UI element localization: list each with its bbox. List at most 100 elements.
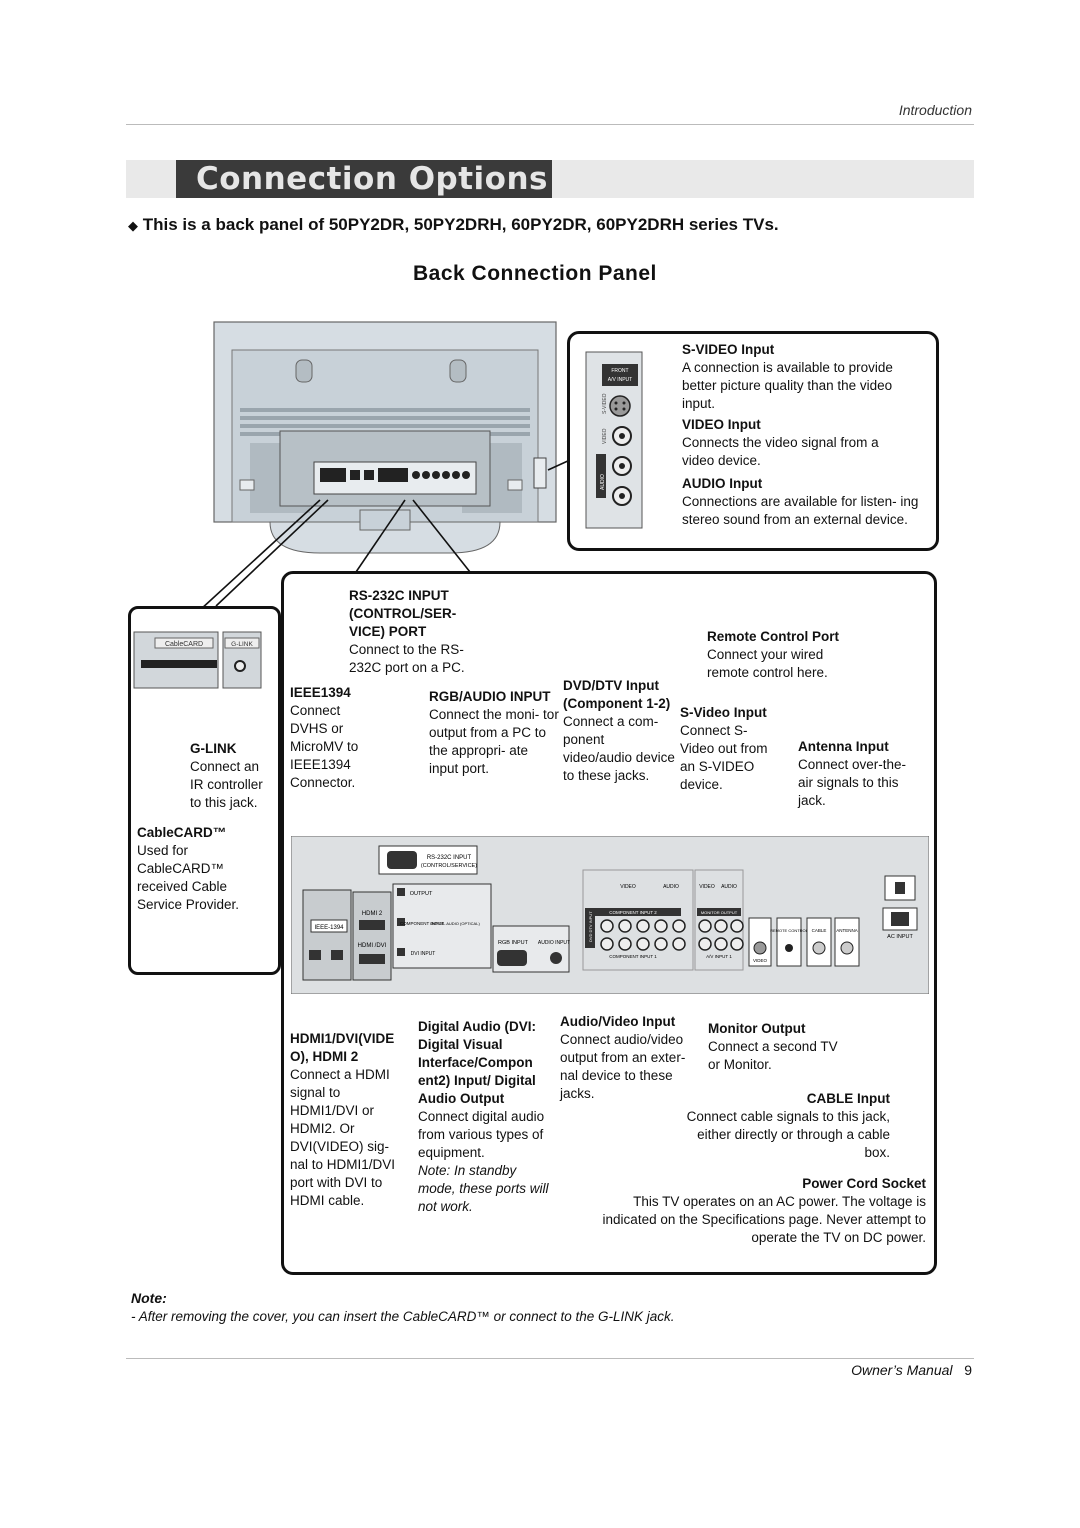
antenna-panel-label: ANTENNA [836, 928, 858, 933]
component-video-label: VIDEO [620, 884, 636, 890]
footer-rule [126, 1358, 974, 1359]
title-box [176, 160, 552, 198]
cable-panel-label: CABLE [812, 928, 827, 933]
dvd-dtv-body: Connect a com- ponent video/audio device… [563, 714, 675, 783]
monitor-video-label: VIDEO [699, 884, 715, 890]
svideo-panel-title: S-Video Input [680, 705, 767, 720]
connector-panel: RS-232C INPUT (CONTROL/SERVICE) IEEE-139… [291, 836, 929, 994]
svideo-body: A connection is available to provide bet… [682, 360, 893, 411]
tv-back-illustration [213, 321, 557, 554]
hdmi-dvi-label: HDMI /DVI [358, 943, 387, 949]
remote-title: Remote Control Port [707, 629, 840, 644]
hdmi-callout: HDMI1/DVI(VIDE O), HDMI 2 Connect a HDMI… [290, 1030, 410, 1210]
ieee1394-title: IEEE1394 [290, 685, 351, 700]
cablecard-panel-label: CableCARD [165, 641, 203, 648]
subtitle-text: This is a back panel of 50PY2DR, 50PY2DR… [142, 215, 779, 234]
rs232c-body: Connect to the RS- 232C port on a PC. [349, 642, 465, 675]
digital-audio-note: Note: In standby mode, these ports will … [418, 1163, 549, 1214]
hdmi-body: Connect a HDMI signal to HDMI1/DVI or HD… [290, 1067, 396, 1208]
monitor-output-body: Connect a second TV or Monitor. [708, 1039, 838, 1072]
monitor-output-label: MONITOR OUTPUT [701, 910, 738, 915]
rgb-input-label: RGB INPUT [498, 940, 529, 946]
rs232c-callout: RS-232C INPUT (CONTROL/SER- VICE) PORT C… [349, 587, 479, 677]
footer-label: Owner’s Manual [851, 1362, 953, 1378]
video-title: VIDEO Input [682, 417, 761, 432]
glink-callout: G-LINK Connect an IR controller to this … [190, 740, 275, 812]
svideo-panel-callout: S-Video Input Connect S- Video out from … [680, 704, 782, 794]
rgb-audio-title: RGB/AUDIO INPUT [429, 689, 551, 704]
audio-body: Connections are available for listen- in… [682, 494, 919, 527]
audio-input-label: AUDIO INPUT [538, 940, 570, 946]
antenna-body: Connect over-the- air signals to this ja… [798, 757, 907, 808]
power-body: This TV operates on an AC power. The vol… [602, 1194, 926, 1245]
remote-callout: Remote Control Port Connect your wired r… [707, 628, 867, 682]
cable-input-title: CABLE Input [806, 1091, 890, 1106]
dvi-input-label: DVI INPUT [411, 951, 436, 957]
rs232c-title: RS-232C INPUT (CONTROL/SER- VICE) PORT [349, 588, 457, 639]
svideo-title: S-VIDEO Input [682, 342, 775, 357]
antenna-title: Antenna Input [798, 739, 889, 754]
audio-callout: AUDIO Input Connections are available fo… [682, 475, 922, 529]
ac-input-label: AC INPUT [887, 934, 913, 940]
cablecard-body: Used for CableCARD™ received Cable Servi… [137, 843, 240, 912]
audio-jack-label: AUDIO [600, 474, 606, 490]
cablecard-title: CableCARD™ [137, 825, 227, 840]
note-title: Note: [131, 1290, 167, 1306]
component-input-1-label: COMPONENT INPUT 1 [609, 954, 657, 959]
ieee1394-label: IEEE-1394 [314, 925, 344, 931]
rgb-audio-callout: RGB/AUDIO INPUT Connect the moni- tor ou… [429, 688, 561, 778]
video-body: Connects the video signal from a video d… [682, 435, 879, 468]
av-input-1-label: A/V INPUT 1 [706, 954, 732, 959]
monitor-output-title: Monitor Output [708, 1021, 806, 1036]
svideo-callout: S-VIDEO Input A connection is available … [682, 341, 922, 413]
remote-body: Connect your wired remote control here. [707, 647, 828, 680]
av-input-title: Audio/Video Input [560, 1014, 676, 1029]
page-title: Connection Options [196, 161, 548, 197]
monitor-audio-label: AUDIO [721, 884, 737, 890]
component-input-2-label: COMPONENT INPUT 2 [609, 910, 657, 915]
digital-audio-callout: Digital Audio (DVI: Digital Visual Inter… [418, 1018, 554, 1216]
hdmi-title: HDMI1/DVI(VIDE O), HDMI 2 [290, 1031, 395, 1064]
page-footer: Owner’s Manual 9 [851, 1362, 972, 1378]
cable-input-body: Connect cable signals to this jack, eith… [686, 1109, 890, 1160]
svideo-panel-body: Connect S- Video out from an S-VIDEO dev… [680, 723, 768, 792]
ieee1394-body: Connect DVHS or MicroMV to IEEE1394 Conn… [290, 703, 359, 790]
rgb-audio-body: Connect the moni- tor output from a PC t… [429, 707, 559, 776]
cable-input-callout: CABLE Input Connect cable signals to thi… [675, 1090, 890, 1162]
glink-body: Connect an IR controller to this jack. [190, 759, 263, 810]
cablecard-callout: CableCARD™ Used for CableCARD™ received … [137, 824, 257, 914]
dvd-dtv-input-label: DVD DTV INPUT [588, 911, 593, 942]
s-video-jack-label: S-VIDEO [602, 393, 608, 414]
remote-control-label: REMOTE CONTROL [770, 928, 809, 933]
rs232c-sub-label: (CONTROL/SERVICE) [421, 863, 477, 869]
rs232c-label: RS-232C INPUT [427, 855, 472, 861]
ieee1394-callout: IEEE1394 Connect DVHS or MicroMV to IEEE… [290, 684, 380, 792]
audio-title: AUDIO Input [682, 476, 763, 491]
cablecard-slot-illustration: CableCARD G-LINK [133, 631, 262, 689]
component-input-label: COMPONENT INPUT [400, 921, 444, 926]
av-input-label: A/V INPUT [608, 377, 632, 383]
av-input-callout: Audio/Video Input Connect audio/video ou… [560, 1013, 700, 1103]
glink-panel-label: G-LINK [231, 641, 253, 648]
power-title: Power Cord Socket [802, 1176, 926, 1191]
output-label: OUTPUT [410, 891, 433, 897]
front-label: FRONT [611, 368, 628, 374]
hdmi2-label: HDMI 2 [362, 911, 383, 917]
page-number: 9 [964, 1362, 972, 1378]
panel-title: Back Connection Panel [413, 262, 657, 285]
video-callout: VIDEO Input Connects the video signal fr… [682, 416, 912, 470]
header-rule [126, 124, 974, 125]
video-jack-label: VIDEO [602, 428, 608, 444]
digital-audio-optical-label: DIGITAL AUDIO (OPTICAL) [430, 921, 480, 926]
component-audio-label: AUDIO [663, 884, 679, 890]
monitor-output-callout: Monitor Output Connect a second TV or Mo… [708, 1020, 848, 1074]
glink-title: G-LINK [190, 741, 237, 756]
digital-audio-body: Connect digital audio from various types… [418, 1109, 545, 1160]
diamond-icon: ◆ [128, 218, 138, 233]
section-label: Introduction [898, 102, 972, 118]
digital-audio-title: Digital Audio (DVI: Digital Visual Inter… [418, 1019, 536, 1106]
dvd-dtv-callout: DVD/DTV Input (Component 1-2) Connect a … [563, 677, 675, 785]
s-video-panel-label: VIDEO [753, 958, 768, 963]
note-body: - After removing the cover, you can inse… [131, 1309, 675, 1324]
av-input-body: Connect audio/video output from an exter… [560, 1032, 686, 1101]
